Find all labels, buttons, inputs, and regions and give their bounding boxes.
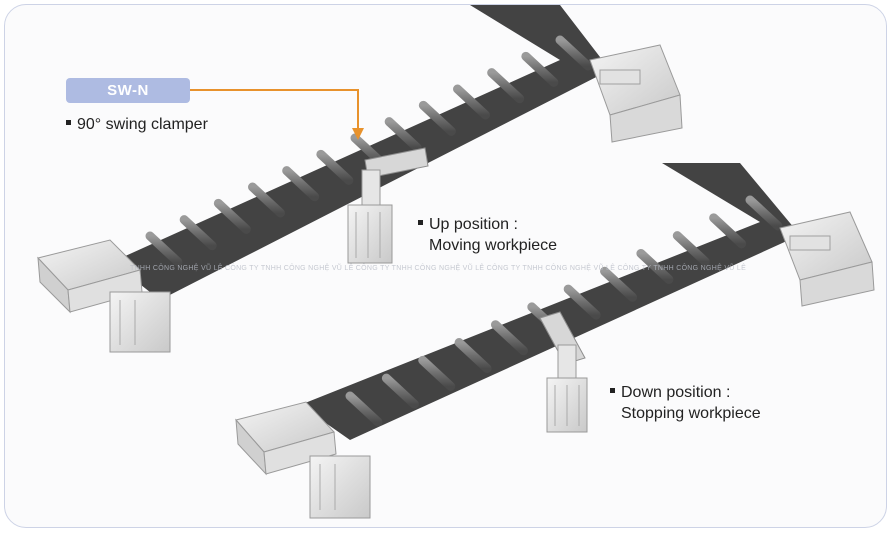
watermark: TNHH CÔNG NGHỆ VŨ LÊ CÔNG TY TNHH CÔNG N… (130, 265, 747, 272)
roller (316, 149, 354, 185)
lower-right-stopper (779, 211, 875, 307)
upper-rollers (145, 35, 593, 267)
roller (672, 231, 710, 267)
roller (636, 248, 674, 284)
roller (213, 198, 251, 234)
roller (745, 195, 783, 231)
bullet-icon (418, 220, 423, 226)
lower-conveyor (235, 163, 875, 519)
roller (453, 84, 490, 120)
roller (418, 355, 456, 391)
lower-rollers (345, 195, 783, 427)
leader-arrow (190, 89, 364, 140)
roller (418, 100, 456, 136)
roller (709, 213, 747, 249)
down-position-label: Down position : Stopping workpiece (610, 382, 761, 424)
swing-clamper-up (347, 147, 429, 264)
roller (490, 320, 528, 356)
clamper-label: 90° swing clamper (66, 114, 208, 135)
roller (248, 182, 285, 218)
roller (454, 338, 492, 374)
roller (563, 284, 601, 320)
bullet-icon (66, 120, 71, 126)
swing-clamper-down (539, 311, 588, 433)
upper-right-stopper (589, 44, 683, 143)
roller (600, 266, 638, 302)
lower-belt (300, 163, 800, 440)
upper-left-cylinder (37, 239, 171, 353)
roller (145, 231, 183, 267)
bullet-icon (610, 388, 615, 394)
upper-conveyor (37, 5, 683, 353)
model-tag: SW-N (66, 78, 190, 103)
roller (555, 35, 593, 71)
roller (381, 373, 419, 409)
roller (345, 391, 383, 427)
up-position-label: Up position : Moving workpiece (418, 214, 557, 256)
roller (384, 117, 422, 153)
roller (521, 51, 559, 87)
lower-left-cylinder (235, 401, 371, 519)
roller (179, 215, 217, 251)
roller (282, 166, 320, 202)
roller (487, 68, 525, 104)
